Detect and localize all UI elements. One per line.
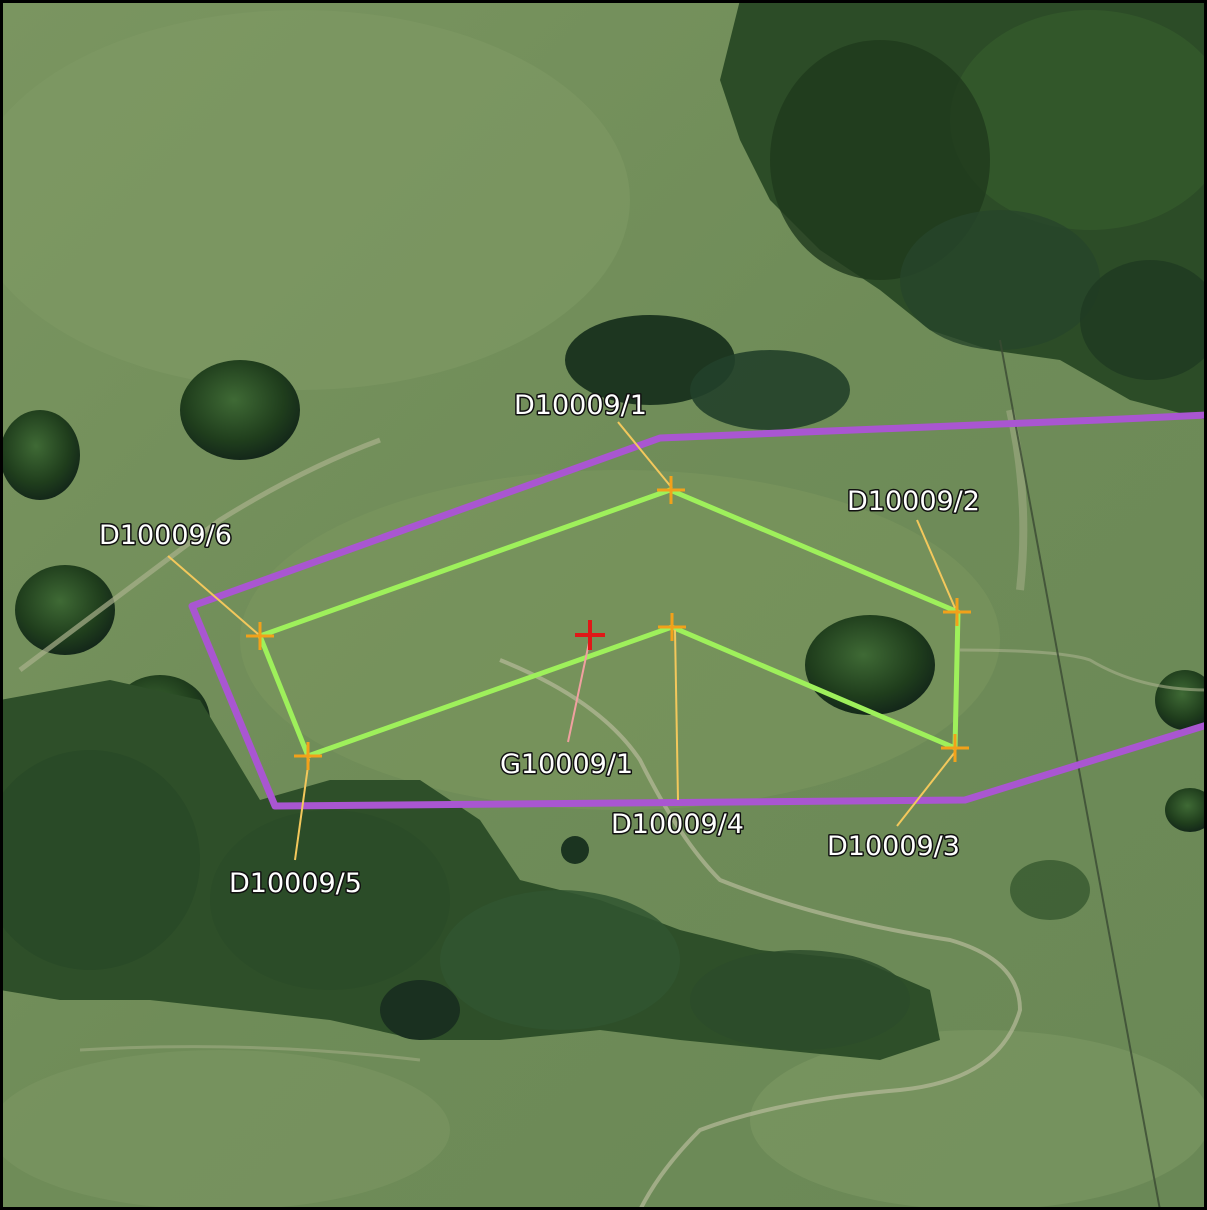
survey-marker-d10009-6[interactable] xyxy=(246,622,274,650)
survey-marker-d10009-3[interactable] xyxy=(941,734,969,762)
leader-lines xyxy=(167,421,956,861)
leader-line-d10009-6 xyxy=(167,555,259,635)
leader-line-d10009-1 xyxy=(617,421,673,489)
label-d10009-6: D10009/6 xyxy=(99,520,232,551)
leader-line-d10009-5 xyxy=(294,758,310,861)
leader-line-d10009-2 xyxy=(916,519,956,609)
survey-marker-d10009-4[interactable] xyxy=(658,613,686,641)
reference-marker-g10009-1[interactable] xyxy=(575,620,605,650)
survey-markers xyxy=(246,476,971,770)
label-d10009-1: D10009/1 xyxy=(514,390,647,421)
label-g10009-1: G10009/1 xyxy=(500,749,633,780)
survey-marker-d10009-5[interactable] xyxy=(294,742,322,770)
label-d10009-3: D10009/3 xyxy=(827,831,960,862)
survey-marker-d10009-2[interactable] xyxy=(943,598,971,626)
leader-line-d10009-3 xyxy=(896,751,956,827)
site-boundary-line[interactable] xyxy=(188,411,1207,810)
label-d10009-5: D10009/5 xyxy=(229,868,362,899)
survey-marker-d10009-1[interactable] xyxy=(657,476,685,504)
label-d10009-4: D10009/4 xyxy=(611,809,744,840)
leader-line-g10009-1 xyxy=(567,637,591,743)
leader-line-d10009-4 xyxy=(674,629,679,801)
label-d10009-2: D10009/2 xyxy=(847,486,980,517)
